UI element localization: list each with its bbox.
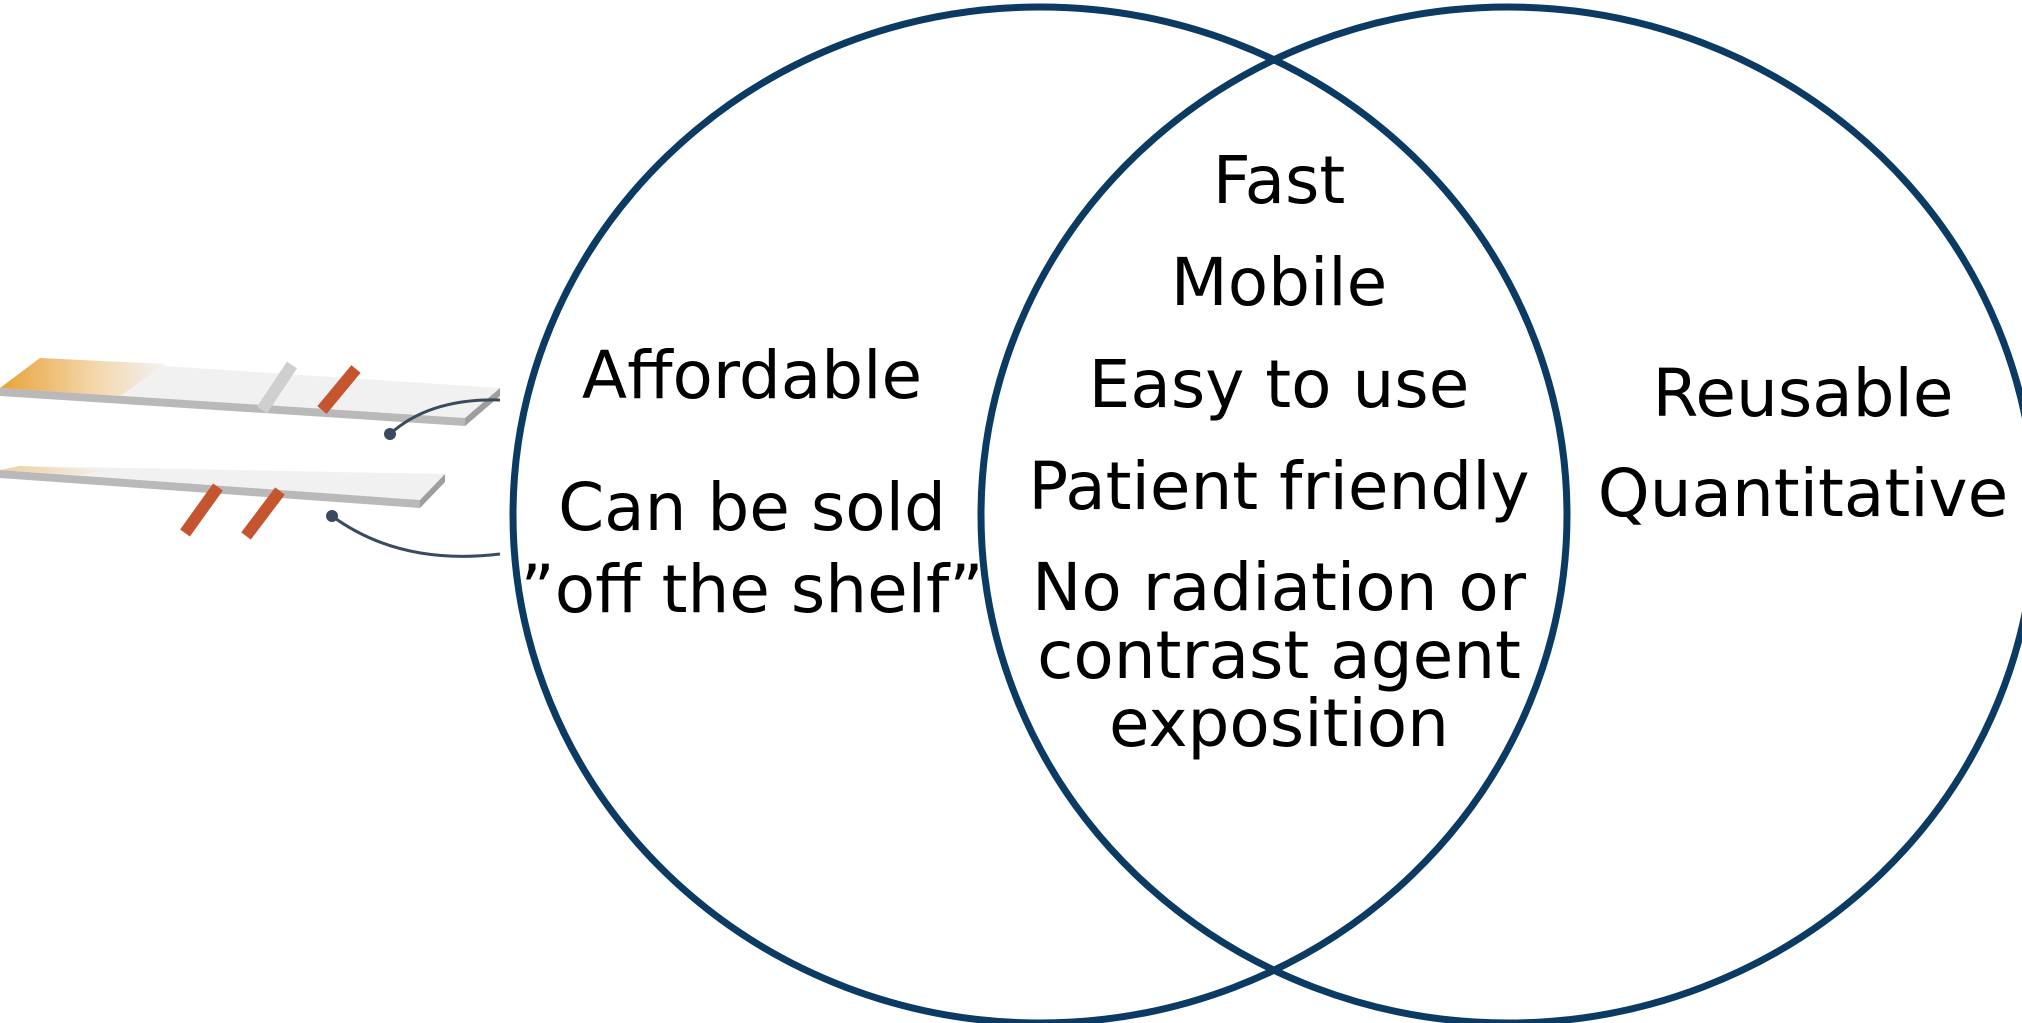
test-strip-top bbox=[0, 358, 501, 440]
center-item: Patient friendly bbox=[1028, 448, 1529, 525]
center-item: Mobile bbox=[1171, 244, 1388, 321]
left-item: Affordable bbox=[582, 337, 922, 414]
right-item: Reusable bbox=[1653, 355, 1954, 432]
left-region: Affordable Can be sold ”off the shelf” bbox=[521, 337, 984, 628]
callout-line bbox=[331, 514, 501, 558]
faint-control-line bbox=[257, 361, 297, 414]
center-item: Easy to use bbox=[1089, 346, 1470, 423]
center-item: No radiation or bbox=[1032, 549, 1527, 626]
left-item: Can be sold bbox=[558, 469, 946, 546]
center-region: Fast Mobile Easy to use Patient friendly… bbox=[1028, 142, 1529, 762]
left-circle bbox=[509, 3, 1571, 1023]
test-line bbox=[317, 365, 361, 414]
test-strip-illustration bbox=[0, 358, 501, 558]
callout-line bbox=[388, 398, 501, 436]
right-circle bbox=[977, 3, 2022, 1023]
center-item: exposition bbox=[1109, 685, 1449, 762]
test-line bbox=[241, 487, 285, 540]
test-strip-bottom bbox=[0, 466, 501, 558]
right-region: Reusable Quantitative bbox=[1598, 355, 2008, 532]
test-line bbox=[180, 483, 223, 537]
left-item: ”off the shelf” bbox=[521, 551, 984, 628]
center-item: contrast agent bbox=[1037, 617, 1521, 694]
right-item: Quantitative bbox=[1598, 455, 2008, 532]
center-item: Fast bbox=[1213, 142, 1346, 219]
